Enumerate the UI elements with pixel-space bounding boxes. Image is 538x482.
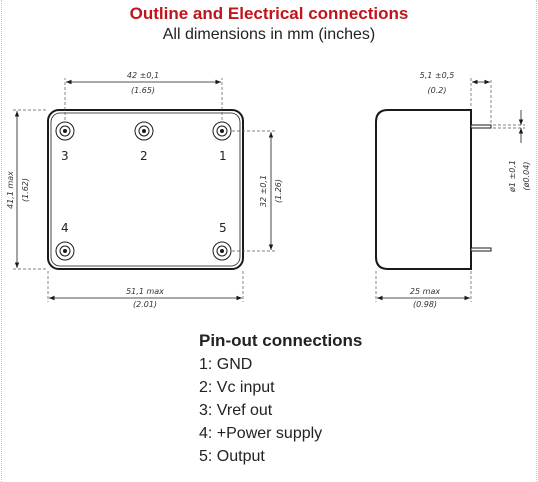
pin-spacing-v-inch: (1.26)	[274, 179, 283, 203]
dimension-pin-diameter: ø1 ±0,1 (ø0.04)	[493, 110, 531, 193]
pin-number-2: 2	[140, 149, 148, 163]
pin-length-mm: 5,1 ±0,5	[420, 71, 455, 80]
pin-1-icon	[212, 121, 232, 141]
pin-3-icon	[55, 121, 75, 141]
pinout-item-5: 5: Output	[199, 448, 265, 465]
pinout-title: Pin-out connections	[199, 331, 363, 350]
pin-5-icon	[212, 241, 232, 261]
pin-spacing-h-inch: (1.65)	[131, 86, 155, 95]
top-view: 3 2 1 4 5 42 ±0,1 (1.65) 51,1 max (2.01)…	[6, 71, 283, 309]
module-body-inner-edge	[50, 112, 241, 267]
page-title: Outline and Electrical connections	[129, 4, 409, 23]
depth-inch: (0.98)	[413, 300, 437, 309]
total-width-inch: (2.01)	[133, 300, 157, 309]
pin-number-4: 4	[61, 221, 69, 235]
pinout-item-3: 3: Vref out	[199, 402, 273, 419]
dimension-pin-spacing-horizontal: 42 ±0,1 (1.65)	[64, 71, 223, 120]
pin-diameter-inch: (ø0.04)	[522, 162, 531, 191]
module-body-side-view	[375, 109, 472, 270]
pin-number-5: 5	[219, 221, 227, 235]
pinout-item-2: 2: Vc input	[199, 379, 275, 396]
side-pin-bottom	[470, 247, 492, 252]
pinout-item-4: 4: +Power supply	[199, 425, 323, 442]
side-pin-top	[470, 124, 492, 129]
pin-number-3: 3	[61, 149, 69, 163]
pin-4-icon	[55, 241, 75, 261]
page-subtitle: All dimensions in mm (inches)	[162, 26, 376, 43]
dimension-depth: 25 max (0.98)	[375, 271, 472, 309]
total-height-mm: 41,1 max	[6, 171, 15, 209]
pin-spacing-h-mm: 42 ±0,1	[127, 71, 159, 80]
side-view: 5,1 ±0,5 (0.2) 25 max (0.98) ø1 ±0,1 (ø0…	[375, 71, 531, 309]
dimension-pin-length: 5,1 ±0,5 (0.2)	[420, 71, 492, 123]
dotted-edge-right	[536, 0, 537, 482]
pin-spacing-v-mm: 32 ±0,1	[259, 175, 268, 207]
depth-mm: 25 max	[410, 287, 440, 296]
dimension-total-height: 41,1 max (1.62)	[6, 109, 46, 270]
pinout-item-1: 1: GND	[199, 356, 253, 373]
dimension-pin-spacing-vertical: 32 ±0,1 (1.26)	[232, 130, 283, 252]
module-body-top-view	[47, 109, 244, 270]
total-height-inch: (1.62)	[21, 178, 30, 202]
dotted-edge-left	[1, 0, 2, 482]
dimension-total-width: 51,1 max (2.01)	[47, 271, 244, 309]
pin-number-1: 1	[219, 149, 227, 163]
pin-diameter-mm: ø1 ±0,1	[508, 160, 517, 193]
pin-length-inch: (0.2)	[428, 86, 447, 95]
pinout-list: Pin-out connections 1: GND 2: Vc input 3…	[199, 329, 362, 468]
pin-2-icon	[134, 121, 154, 141]
total-width-mm: 51,1 max	[126, 287, 164, 296]
